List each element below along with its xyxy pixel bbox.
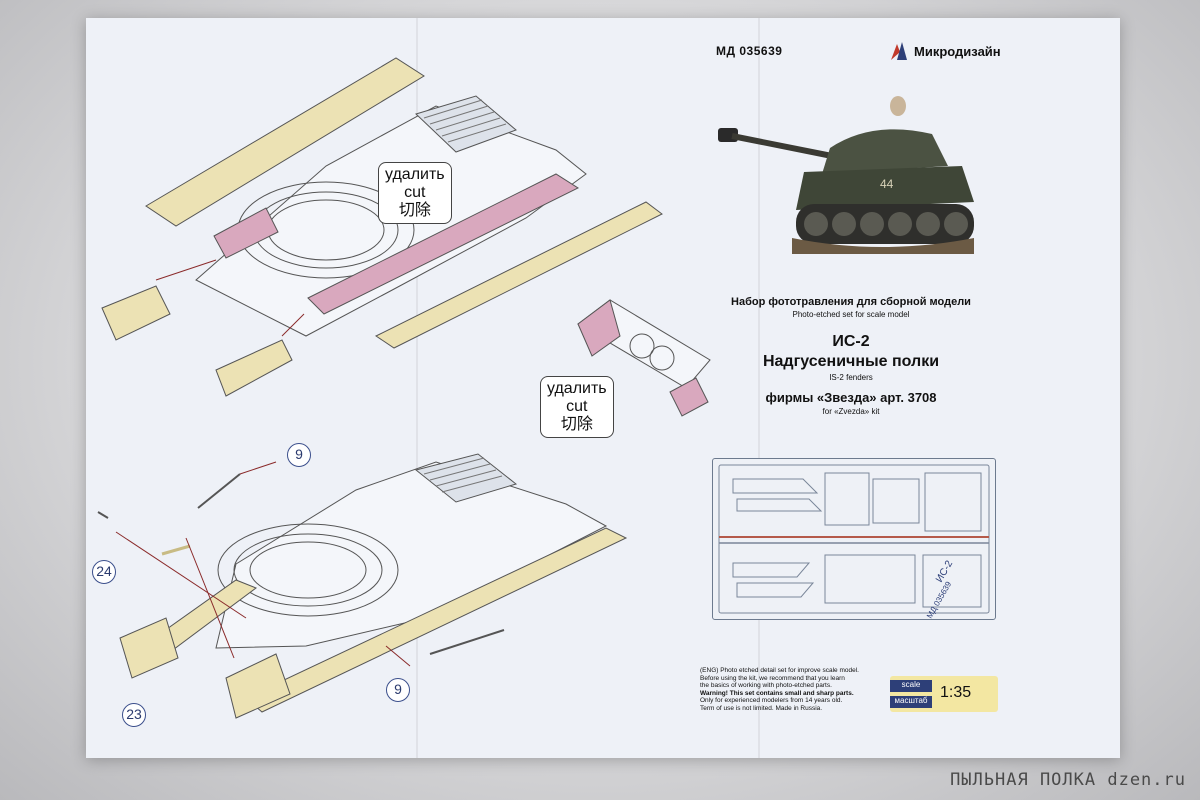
scale-label-ru: масштаб xyxy=(890,696,932,708)
right-fender-strip xyxy=(375,201,663,349)
note-line: Term of use is not limited. Made in Russ… xyxy=(700,704,823,712)
cut-label-en: cut xyxy=(566,398,588,415)
product-name-en: IS-2 fenders xyxy=(829,373,873,382)
article-code: МД 035639 xyxy=(716,44,783,58)
turret-ring-2 xyxy=(217,523,399,617)
hull-deck-2 xyxy=(215,461,608,649)
svg-text:44: 44 xyxy=(880,177,894,191)
scale-value: 1:35 xyxy=(940,684,972,701)
cut-area-left xyxy=(213,207,279,259)
fender-flap-2 xyxy=(215,339,293,397)
set-title-ru: Набор фототравления для сборной модели xyxy=(731,296,971,308)
tank-photo: 44 xyxy=(718,96,974,254)
front-flap-2 xyxy=(225,653,291,719)
cut-callout-1: удалить cut 切除 xyxy=(378,162,452,224)
fold-line-2 xyxy=(758,18,760,758)
note-line: the basics of working with photo-etched … xyxy=(700,682,832,689)
cut-label-ru: удалить xyxy=(385,166,445,183)
cut-label-zh: 切除 xyxy=(560,416,593,433)
usage-notes: (ENG) Photo etched detail set for improv… xyxy=(700,667,900,712)
diagram-bottom xyxy=(97,453,628,719)
pe-strip-9b xyxy=(429,629,505,655)
diagram-top xyxy=(101,57,711,417)
pe-strip-small xyxy=(161,544,191,556)
cut-area-right xyxy=(307,173,580,315)
note-line: (ENG) Photo etched detail set for improv… xyxy=(700,667,859,674)
product-name-ru: Надгусеничные полки xyxy=(762,353,940,370)
pe-strip-24 xyxy=(97,511,109,519)
title-block: Набор фототравления для сборной модели P… xyxy=(686,296,1016,416)
kit-ref-en: for «Zvezda» kit xyxy=(822,407,880,416)
engine-grille xyxy=(415,95,517,153)
fret-parts: ИС-2 МД 035639 xyxy=(718,464,990,620)
kit-ref-ru: фирмы «Звезда» арт. 3708 xyxy=(765,390,937,405)
assembly-diagrams xyxy=(97,57,711,719)
cut-label-ru: удалить xyxy=(547,380,607,397)
brand-name: Микродизайн xyxy=(914,43,1001,59)
part-number-24: 24 xyxy=(92,560,116,584)
note-line: Only for experienced modelers from 14 ye… xyxy=(700,697,843,704)
set-title-en: Photo-etched set for scale model xyxy=(792,310,910,319)
mantlet-cut-2 xyxy=(669,377,709,417)
note-line: Warning! This set contains small and sha… xyxy=(700,689,854,697)
watermark: ПЫЛЬНАЯ ПОЛКА dzen.ru xyxy=(950,770,1186,790)
model-title: ИС-2 xyxy=(832,333,870,350)
cut-label-en: cut xyxy=(404,184,426,201)
front-flap-1 xyxy=(119,617,179,679)
pe-fret-drawing: ИС-2 МД 035639 xyxy=(712,458,996,620)
scale-label-en: scale xyxy=(890,680,932,692)
left-fender-strip xyxy=(145,57,425,227)
brand-logo: Микродизайн xyxy=(888,40,1001,62)
fender-flap-1 xyxy=(101,285,171,341)
fold-line-1 xyxy=(416,18,418,758)
scale-badge: scale масштаб 1:35 xyxy=(890,676,998,712)
part-number-23: 23 xyxy=(122,703,146,727)
part-number-9: 9 xyxy=(287,443,311,467)
part-number-9b: 9 xyxy=(386,678,410,702)
note-line: Before using the kit, we recommend that … xyxy=(700,674,845,682)
mantlet-cut-1 xyxy=(577,299,621,357)
cut-callout-2: удалить cut 切除 xyxy=(540,376,614,438)
pe-strip-9 xyxy=(197,473,241,509)
brand-mark-icon xyxy=(891,42,907,60)
cut-label-zh: 切除 xyxy=(398,202,431,219)
